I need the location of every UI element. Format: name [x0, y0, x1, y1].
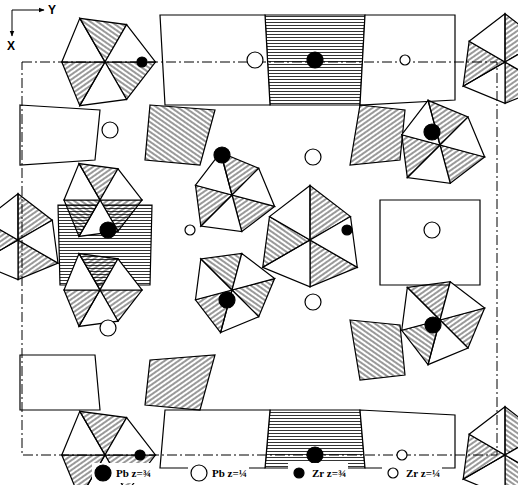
polyhedron-face	[105, 418, 155, 455]
polyhedron-face	[100, 169, 142, 200]
atom	[400, 55, 410, 65]
polyhedron	[350, 320, 405, 380]
polyhedron-face	[469, 14, 505, 62]
polyhedron-face	[64, 290, 100, 326]
axis-arrow	[12, 10, 44, 11]
axis-label: Y	[48, 4, 56, 16]
polyhedra	[0, 14, 518, 485]
polyhedron-face	[505, 407, 518, 455]
polyhedron	[265, 410, 365, 468]
legend-symbol	[290, 464, 308, 482]
polyhedron	[145, 105, 215, 165]
axis-label: X	[7, 40, 15, 52]
atom	[425, 317, 441, 333]
polyhedron-face	[232, 253, 275, 290]
atom	[102, 122, 118, 138]
atom	[137, 57, 147, 67]
polyhedron-face	[269, 185, 310, 240]
atom	[100, 320, 116, 336]
unit-cell	[22, 62, 497, 455]
polyhedron	[20, 105, 100, 165]
polyhedron-face	[18, 220, 58, 263]
legend-symbol	[190, 464, 208, 482]
atom	[135, 450, 145, 460]
atom	[305, 294, 321, 310]
atom	[219, 292, 235, 308]
polyhedron-face	[440, 282, 485, 320]
legend-item: Zr z=¼	[382, 463, 442, 483]
polyhedron	[160, 410, 270, 468]
atom	[424, 222, 440, 238]
atom	[397, 450, 407, 460]
polyhedron-face	[505, 14, 518, 62]
legend-item: Pb z=¼	[188, 463, 249, 483]
polyhedron	[145, 355, 215, 410]
legend-text: Pb z=¾	[116, 468, 151, 479]
polyhedron-face	[100, 259, 142, 290]
polyhedron	[380, 200, 480, 285]
atom	[307, 52, 323, 68]
polyhedron-face	[0, 194, 18, 240]
atom	[342, 225, 352, 235]
atom	[307, 447, 323, 463]
polyhedron-face	[440, 117, 485, 157]
atom	[424, 124, 440, 140]
legend-text: Zr z=¾	[312, 468, 346, 479]
polyhedron-face	[505, 41, 518, 86]
legend-item: Zr z=¾	[288, 463, 348, 483]
polyhedron	[350, 105, 405, 165]
polyhedron	[360, 15, 455, 105]
polyhedron	[20, 355, 100, 410]
atom	[185, 225, 195, 235]
polyhedron-face	[105, 25, 155, 62]
atom	[214, 147, 230, 163]
axis-arrow	[12, 10, 13, 36]
legend-text: Pb z=¼	[212, 468, 247, 479]
atom	[305, 149, 321, 165]
polyhedron-face	[232, 168, 275, 206]
legend-text: Zr z=¼	[406, 468, 440, 479]
legend-symbol	[384, 464, 402, 482]
polyhedron-face	[310, 217, 357, 268]
legend-item: Pb z=¾	[92, 463, 153, 483]
polyhedron-face	[505, 434, 518, 479]
polyhedron	[265, 15, 365, 105]
polyhedron-face	[64, 200, 100, 236]
polyhedron-face	[62, 62, 105, 106]
legend-symbol	[94, 464, 112, 482]
polyhedron	[160, 15, 270, 105]
atoms	[100, 52, 441, 463]
atom	[247, 52, 263, 68]
polyhedron	[360, 410, 455, 468]
polyhedron-face	[469, 407, 505, 455]
atom	[100, 222, 116, 238]
